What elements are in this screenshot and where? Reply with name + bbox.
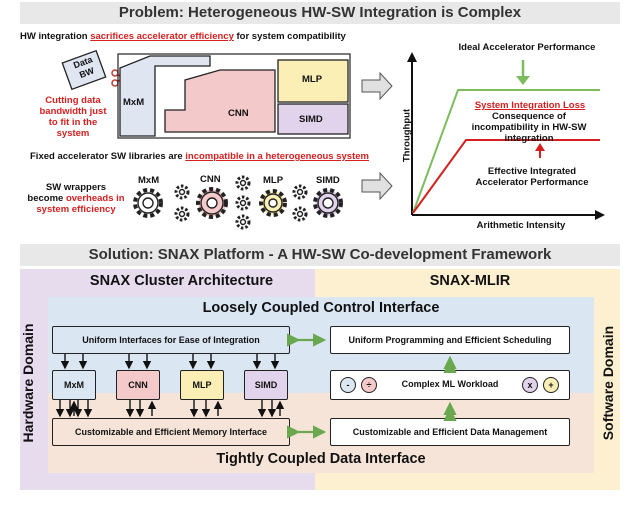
accel-cnn-box: CNN	[116, 370, 160, 400]
top-cnn-label: CNN	[228, 108, 249, 119]
solution-banner: Solution: SNAX Platform - A HW-SW Co-dev…	[20, 244, 620, 266]
memory-interface-box: Customizable and Efficient Memory Interf…	[52, 418, 290, 446]
accel-simd-box: SIMD	[244, 370, 288, 400]
accel-mlp-box: MLP	[180, 370, 224, 400]
top-mlp-label: MLP	[302, 74, 323, 85]
uniform-interfaces-box: Uniform Interfaces for Ease of Integrati…	[52, 326, 290, 354]
simd-block-shape	[277, 103, 349, 135]
throughput-graph	[407, 52, 605, 220]
ideal-perf-label: Ideal Accelerator Performance	[458, 42, 596, 53]
effective-perf-label: Effective Integrated Accelerator Perform…	[475, 166, 589, 188]
integration-loss-label: System Integration Loss	[474, 100, 586, 111]
data-bw-box	[61, 49, 107, 91]
data-interface-title: Tightly Coupled Data Interface	[216, 451, 426, 467]
sw-library-line: Fixed accelerator SW libraries are incom…	[30, 151, 369, 162]
uniform-programming-box: Uniform Programming and Efficient Schedu…	[330, 326, 570, 354]
gear-label-mlp: MLP	[263, 175, 284, 186]
accel-mxm-box: MxM	[52, 370, 96, 400]
control-interface-title: Loosely Coupled Control Interface	[202, 300, 440, 316]
cnn-block-shape	[164, 69, 276, 133]
op-plus-icon: +	[543, 377, 559, 393]
snax-mlir-header: SNAX-MLIR	[429, 273, 511, 289]
arrow-right-top	[361, 71, 393, 101]
data-management-box: Customizable and Efficient Data Manageme…	[330, 418, 570, 446]
op-minus-icon: -	[340, 377, 356, 393]
op-divide-icon: ÷	[361, 377, 377, 393]
ml-workload-label: Complex ML Workload	[401, 379, 499, 389]
gear-label-simd: SIMD	[316, 175, 340, 186]
cut-bandwidth-note: Cutting data bandwidth just to fit in th…	[39, 95, 107, 139]
problem-banner: Problem: Heterogeneous HW-SW Integration…	[20, 2, 620, 24]
top-mxm-label: MxM	[123, 97, 145, 108]
top-simd-label: SIMD	[299, 114, 323, 125]
gear-label-mxm: MxM	[138, 175, 160, 186]
arrow-right-bottom	[361, 171, 393, 201]
op-multiply-icon: x	[522, 377, 538, 393]
consequence-label: Consequence of incompatibility in HW-SW …	[471, 111, 587, 144]
hw-integration-line: HW integration sacrifices accelerator ef…	[20, 31, 346, 42]
gear-label-cnn: CNN	[200, 174, 221, 185]
mxm-block-shape	[119, 55, 211, 137]
mlp-block-shape	[277, 59, 349, 103]
cluster-arch-header: SNAX Cluster Architecture	[89, 273, 274, 289]
gears-row	[133, 175, 343, 230]
graph-xlabel: Arithmetic Intensity	[476, 220, 566, 231]
